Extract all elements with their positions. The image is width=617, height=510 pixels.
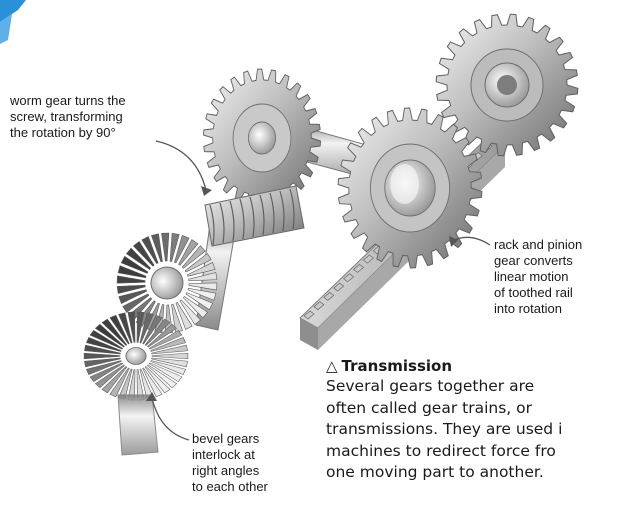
corner-accent	[0, 0, 26, 44]
bevel-gears-label-line: to each other	[192, 479, 268, 495]
triangle-icon: △	[326, 357, 338, 375]
caption-title-text: Transmission	[342, 357, 452, 375]
worm-gear-leader	[156, 141, 206, 190]
bevel-gears-leader	[152, 398, 189, 440]
rack-and-pinion-label: rack and pinion gear converts linear mot…	[494, 237, 582, 317]
bevel-gears-label: bevel gears interlock at right angles to…	[192, 431, 268, 495]
bevel-tooth	[84, 353, 120, 359]
bevel-gears-label-line: interlock at	[192, 447, 268, 463]
bevel-gear-lower	[84, 312, 188, 400]
worm-gear-arrow-icon	[201, 186, 212, 196]
worm-gear-label-line: worm gear turns the	[10, 93, 126, 109]
caption-line: Several gears together are	[326, 376, 617, 398]
bevel-gears-label-line: bevel gears	[192, 431, 268, 447]
bevel-gears-label-line: right angles	[192, 463, 268, 479]
transmission-caption: △Transmission Several gears together are…	[326, 357, 617, 484]
caption-body: Several gears together are often called …	[326, 376, 617, 484]
caption-title: △Transmission	[326, 357, 617, 376]
gear-upper-middle	[203, 69, 320, 207]
lower-shaft	[118, 395, 158, 455]
worm-screw	[205, 186, 304, 246]
gear-back-right	[436, 14, 578, 156]
caption-line: often called gear trains, or	[326, 398, 617, 420]
bevel-tooth	[152, 353, 188, 359]
caption-line: machines to redirect force fro	[326, 441, 617, 463]
pinion-gear	[338, 108, 482, 268]
rack-and-pinion-label-line: rack and pinion	[494, 237, 582, 253]
worm-gear-label: worm gear turns the screw, transforming …	[10, 93, 126, 141]
rack-and-pinion-label-line: of toothed rail	[494, 285, 582, 301]
caption-line: one moving part to another.	[326, 462, 617, 484]
worm-gear-label-line: the rotation by 90°	[10, 125, 126, 141]
rack-and-pinion-label-line: linear motion	[494, 269, 582, 285]
caption-line: transmissions. They are used i	[326, 419, 617, 441]
worm-gear-label-line: screw, transforming	[10, 109, 126, 125]
rack-and-pinion-label-line: gear converts	[494, 253, 582, 269]
rack-and-pinion-label-line: into rotation	[494, 301, 582, 317]
